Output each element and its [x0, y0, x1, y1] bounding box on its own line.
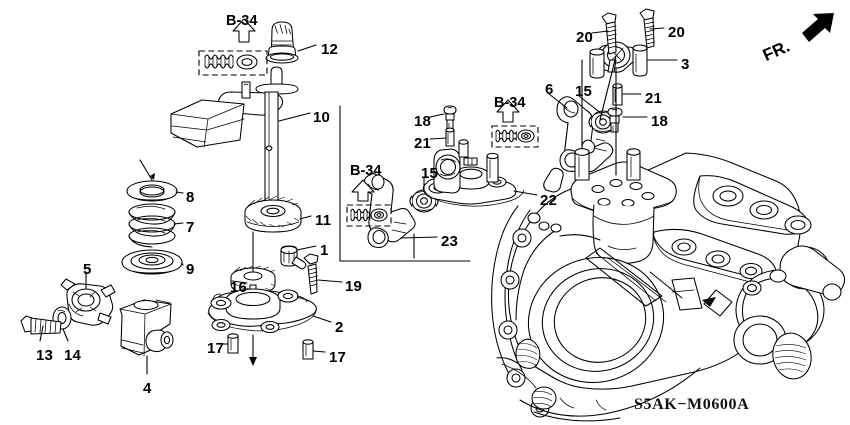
spring-icon-top — [204, 54, 234, 69]
callout-number-21: 21 — [414, 135, 432, 152]
part-17-dowel-right — [302, 339, 314, 360]
part-22-arm-holder — [422, 139, 525, 207]
callout-number-15: 15 — [575, 83, 593, 100]
spring-icon-right — [495, 129, 517, 143]
callout-number-6: 6 — [545, 81, 554, 98]
callout-number-3: 3 — [681, 56, 690, 73]
callout-number-23: 23 — [441, 233, 459, 250]
transmission-case — [491, 148, 846, 422]
callout-number-16: 16 — [230, 279, 248, 296]
callout-number-1: 1 — [320, 242, 329, 259]
part-17-dowel-left — [227, 333, 239, 354]
part-3-arm-bracket — [589, 41, 648, 79]
part-1-fitting — [280, 245, 307, 270]
part-23-shift-arm — [363, 173, 416, 249]
part-12-shift-boot — [265, 21, 299, 64]
callout-number-8: 8 — [186, 189, 195, 206]
callout-number-15: 15 — [421, 165, 439, 182]
ref-b34-right: B-34 — [494, 95, 526, 111]
part-21-dowel-left — [445, 127, 455, 147]
part-7-spring — [128, 203, 176, 248]
part-13-bolt — [20, 315, 62, 335]
callout-number-4: 4 — [143, 380, 152, 397]
callout-number-11: 11 — [315, 212, 332, 229]
part-5-select-arm — [60, 278, 116, 326]
part-4-bracket — [119, 299, 174, 357]
spring-icon-mid — [350, 208, 371, 222]
part-2-housing-base — [207, 288, 317, 334]
callout-number-17: 17 — [329, 349, 347, 366]
callout-number-9: 9 — [186, 261, 195, 278]
callout-number-20: 20 — [576, 29, 594, 46]
ref-b34-top: B-34 — [226, 13, 258, 29]
part-20-bolt-right — [639, 8, 655, 49]
callout-number-20: 20 — [668, 24, 686, 41]
callout-number-22: 22 — [540, 192, 558, 209]
callout-number-13: 13 — [36, 347, 54, 364]
leader-lines — [39, 27, 678, 375]
callout-number-17: 17 — [207, 340, 225, 357]
fr-arrow-icon — [802, 13, 834, 42]
callout-number-12: 12 — [321, 41, 339, 58]
ref-b34-mid: B-34 — [350, 163, 382, 179]
part-8-washer — [126, 180, 178, 202]
callout-number-18: 18 — [414, 113, 432, 130]
callout-number-5: 5 — [83, 261, 92, 278]
callout-number-10: 10 — [313, 109, 331, 126]
callout-number-7: 7 — [186, 219, 195, 236]
part-20-bolt-left — [601, 12, 617, 55]
section-divider — [339, 105, 471, 262]
part-9-spring-seat — [121, 249, 183, 275]
ref-box-b34-right — [491, 99, 539, 148]
callout-number-14: 14 — [64, 347, 82, 364]
part-10-shift-shaft — [170, 66, 299, 211]
part-18-bolt-left — [443, 105, 457, 131]
part-11-bushing — [244, 195, 302, 233]
callout-number-21: 21 — [645, 90, 663, 107]
diagram-part-number: S5AK−M0600A — [634, 396, 750, 413]
ref-box-b34-mid — [346, 179, 392, 227]
ref-box-b34-top — [198, 18, 268, 76]
part-19-bolt — [303, 253, 319, 295]
callout-number-19: 19 — [345, 278, 363, 295]
callout-number-18: 18 — [651, 113, 669, 130]
callout-number-2: 2 — [335, 319, 344, 336]
part-21-dowel-right — [612, 83, 623, 106]
